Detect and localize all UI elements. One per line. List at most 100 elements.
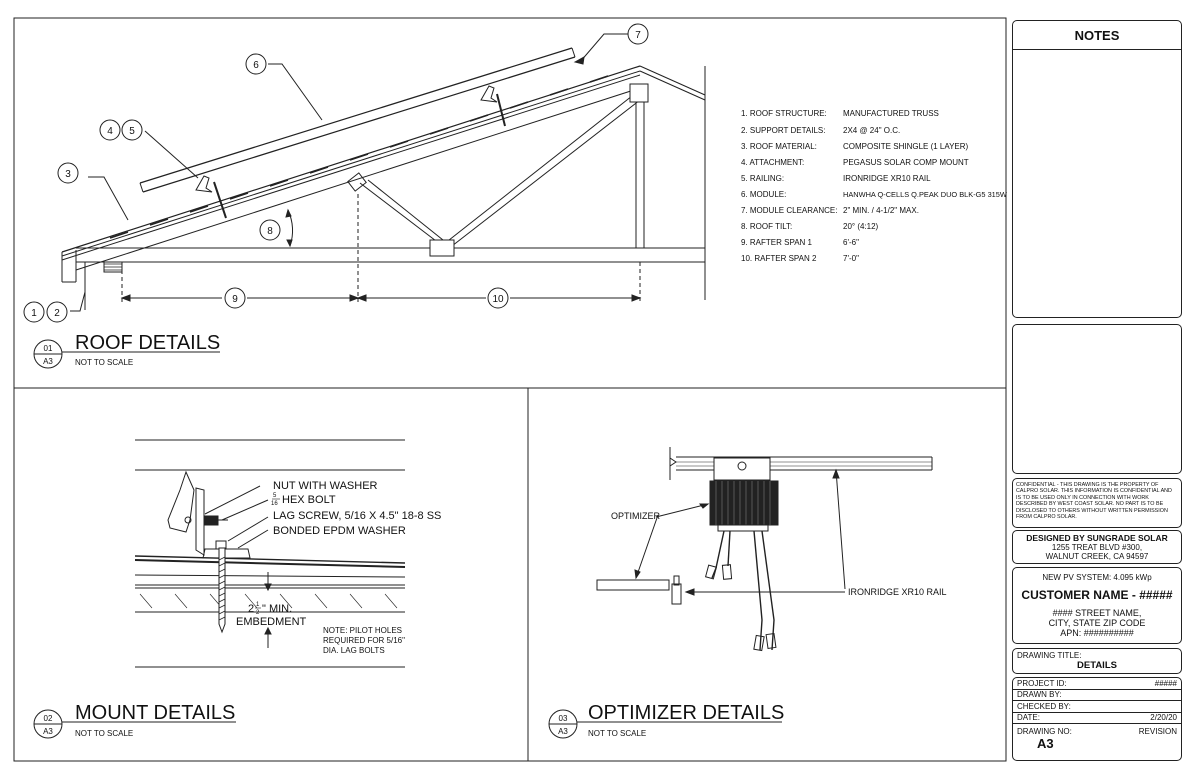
mount-detail-number: 02 bbox=[44, 714, 53, 723]
callout-6-text: 6 bbox=[253, 60, 259, 71]
roof-detail-drawing bbox=[23, 23, 706, 323]
note-pilot-holes-1: NOTE: PILOT HOLES bbox=[323, 626, 402, 635]
spec-label-5: 5. RAILING: bbox=[741, 174, 784, 183]
date-value: 2/20/20 bbox=[1150, 713, 1177, 723]
designer-name: DESIGNED BY SUNGRADE SOLAR bbox=[1026, 533, 1168, 543]
drawing-number-row: DRAWING NO: A3 REVISION bbox=[1013, 724, 1181, 754]
drawing-title-panel: DRAWING TITLE: DETAILS bbox=[1012, 648, 1182, 674]
spec-label-3: 3. ROOF MATERIAL: bbox=[741, 142, 817, 151]
spec-label-1: 1. ROOF STRUCTURE: bbox=[741, 109, 827, 118]
mount-details-title-block: 02 A3 MOUNT DETAILS NOT TO SCALE bbox=[33, 702, 236, 739]
roof-sheet-ref: A3 bbox=[43, 357, 53, 366]
optimizer-labels: OPTIMIZER IRONRIDGE XR10 RAIL bbox=[611, 511, 947, 597]
callout-10-text: 10 bbox=[492, 294, 504, 305]
optimizer-details-title-block: 03 A3 OPTIMIZER DETAILS NOT TO SCALE bbox=[548, 702, 784, 739]
label-hex-bolt: HEX BOLT bbox=[282, 494, 336, 506]
callout-9 bbox=[224, 287, 246, 309]
callout-6 bbox=[245, 53, 267, 75]
callout-7-text: 7 bbox=[635, 30, 641, 41]
spec-label-9: 9. RAFTER SPAN 1 bbox=[741, 238, 813, 247]
spec-label-6: 6. MODULE: bbox=[741, 190, 786, 199]
spec-label-2: 2. SUPPORT DETAILS: bbox=[741, 126, 825, 135]
customer-city: CITY, STATE ZIP CODE bbox=[1048, 618, 1146, 628]
callout-8-text: 8 bbox=[267, 226, 273, 237]
label-embedment-whole: 2 bbox=[248, 603, 254, 615]
checked-by-row: CHECKED BY: bbox=[1013, 701, 1181, 713]
spec-label-8: 8. ROOF TILT: bbox=[741, 222, 792, 231]
notes-header: NOTES bbox=[1013, 21, 1181, 50]
spec-value-9: 6'-6" bbox=[843, 238, 859, 247]
note-pilot-holes-2: REQUIRED FOR 5/16" bbox=[323, 636, 405, 645]
label-embedment-den: 2 bbox=[256, 610, 260, 616]
checked-by-label: CHECKED BY: bbox=[1017, 701, 1071, 711]
callout-8 bbox=[259, 219, 281, 241]
callout-2 bbox=[46, 301, 68, 323]
designer-address-1: 1255 TREAT BLVD #300, bbox=[1051, 543, 1143, 552]
note-pilot-holes-3: DIA. LAG BOLTS bbox=[323, 646, 385, 655]
callout-3 bbox=[57, 162, 79, 184]
spec-value-5: IRONRIDGE XR10 RAIL bbox=[843, 174, 931, 183]
callout-9-text: 9 bbox=[232, 294, 238, 305]
optimizer-scale-note: NOT TO SCALE bbox=[588, 729, 646, 738]
label-embedment-num: 1 bbox=[256, 602, 260, 608]
spec-value-6: HANWHA Q-CELLS Q.PEAK DUO BLK-G5 315W bbox=[843, 190, 1007, 199]
date-row: DATE: 2/20/20 bbox=[1013, 713, 1181, 724]
spec-value-1: MANUFACTURED TRUSS bbox=[843, 109, 939, 118]
mount-labels: NUT WITH WASHER 5 16 HEX BOLT LAG SCREW,… bbox=[236, 480, 441, 655]
drawing-border bbox=[13, 17, 1007, 762]
spec-value-2: 2X4 @ 24" O.C. bbox=[843, 126, 900, 135]
label-epdm-washer: BONDED EPDM WASHER bbox=[273, 525, 406, 537]
callout-4 bbox=[99, 119, 121, 141]
roof-spec-list: 1. ROOF STRUCTURE: MANUFACTURED TRUSS 2.… bbox=[741, 109, 1007, 263]
project-id-label: PROJECT ID: bbox=[1017, 678, 1067, 688]
customer-name: CUSTOMER NAME - ##### bbox=[1021, 588, 1173, 602]
label-lag-screw: LAG SCREW, 5/16 X 4.5" 18-8 SS bbox=[273, 510, 441, 522]
optimizer-details-title: OPTIMIZER DETAILS bbox=[588, 702, 784, 724]
callout-1-text: 1 bbox=[31, 308, 37, 319]
customer-street: #### STREET NAME, bbox=[1052, 608, 1142, 618]
label-bolt-fraction-den: 16 bbox=[271, 501, 278, 507]
mount-sheet-ref: A3 bbox=[43, 727, 53, 736]
drawing-title: DETAILS bbox=[1077, 660, 1117, 671]
label-ironridge-rail: IRONRIDGE XR10 RAIL bbox=[848, 587, 947, 597]
designer-address-2: WALNUT CREEK, CA 94597 bbox=[1045, 552, 1149, 561]
callout-5-text: 5 bbox=[129, 126, 135, 137]
label-optimizer: OPTIMIZER bbox=[611, 511, 660, 521]
project-id-value: ##### bbox=[1154, 678, 1177, 688]
drawn-by-row: DRAWN BY: bbox=[1013, 690, 1181, 701]
roof-details-title-block: 01 A3 ROOF DETAILS NOT TO SCALE bbox=[33, 332, 220, 369]
optimizer-sheet-ref: A3 bbox=[558, 727, 568, 736]
label-bolt-fraction-num: 5 bbox=[273, 493, 277, 499]
callout-1 bbox=[23, 301, 45, 323]
confidential-notice: CONFIDENTIAL - THIS DRAWING IS THE PROPE… bbox=[1012, 478, 1182, 528]
label-embedment-min: " MIN. bbox=[262, 603, 292, 615]
drawing-no-value: A3 bbox=[1037, 736, 1054, 751]
spec-label-7: 7. MODULE CLEARANCE: bbox=[741, 206, 837, 215]
designer-panel: DESIGNED BY SUNGRADE SOLAR 1255 TREAT BL… bbox=[1012, 530, 1182, 564]
mount-details-title: MOUNT DETAILS bbox=[75, 702, 235, 724]
optimizer-detail-drawing bbox=[596, 447, 933, 652]
project-id-row: PROJECT ID: ##### bbox=[1013, 678, 1181, 690]
drawing-no-label: DRAWING NO: bbox=[1017, 727, 1072, 736]
callout-4-text: 4 bbox=[107, 126, 113, 137]
callout-5 bbox=[121, 119, 143, 141]
drawing-info-panel: PROJECT ID: ##### DRAWN BY: CHECKED BY: … bbox=[1012, 677, 1182, 761]
date-label: DATE: bbox=[1017, 713, 1040, 723]
spec-value-10: 7'-0" bbox=[843, 254, 859, 263]
drawn-by-label: DRAWN BY: bbox=[1017, 690, 1062, 700]
spec-value-3: COMPOSITE SHINGLE (1 LAYER) bbox=[843, 142, 969, 151]
revision-label: REVISION bbox=[1138, 727, 1177, 736]
system-size: NEW PV SYSTEM: 4.095 kWp bbox=[1042, 573, 1152, 582]
callout-2-text: 2 bbox=[54, 308, 60, 319]
callout-3-text: 3 bbox=[65, 169, 71, 180]
stamp-panel bbox=[1012, 324, 1182, 474]
spec-label-10: 10. RAFTER SPAN 2 bbox=[741, 254, 817, 263]
drawing-title-label: DRAWING TITLE: bbox=[1017, 651, 1082, 660]
spec-label-4: 4. ATTACHMENT: bbox=[741, 158, 804, 167]
label-embedment: EMBEDMENT bbox=[236, 616, 307, 628]
customer-apn: APN: ########## bbox=[1060, 628, 1134, 638]
spec-value-4: PEGASUS SOLAR COMP MOUNT bbox=[843, 158, 969, 167]
label-nut-washer: NUT WITH WASHER bbox=[273, 480, 378, 492]
notes-panel: NOTES bbox=[1012, 20, 1182, 318]
